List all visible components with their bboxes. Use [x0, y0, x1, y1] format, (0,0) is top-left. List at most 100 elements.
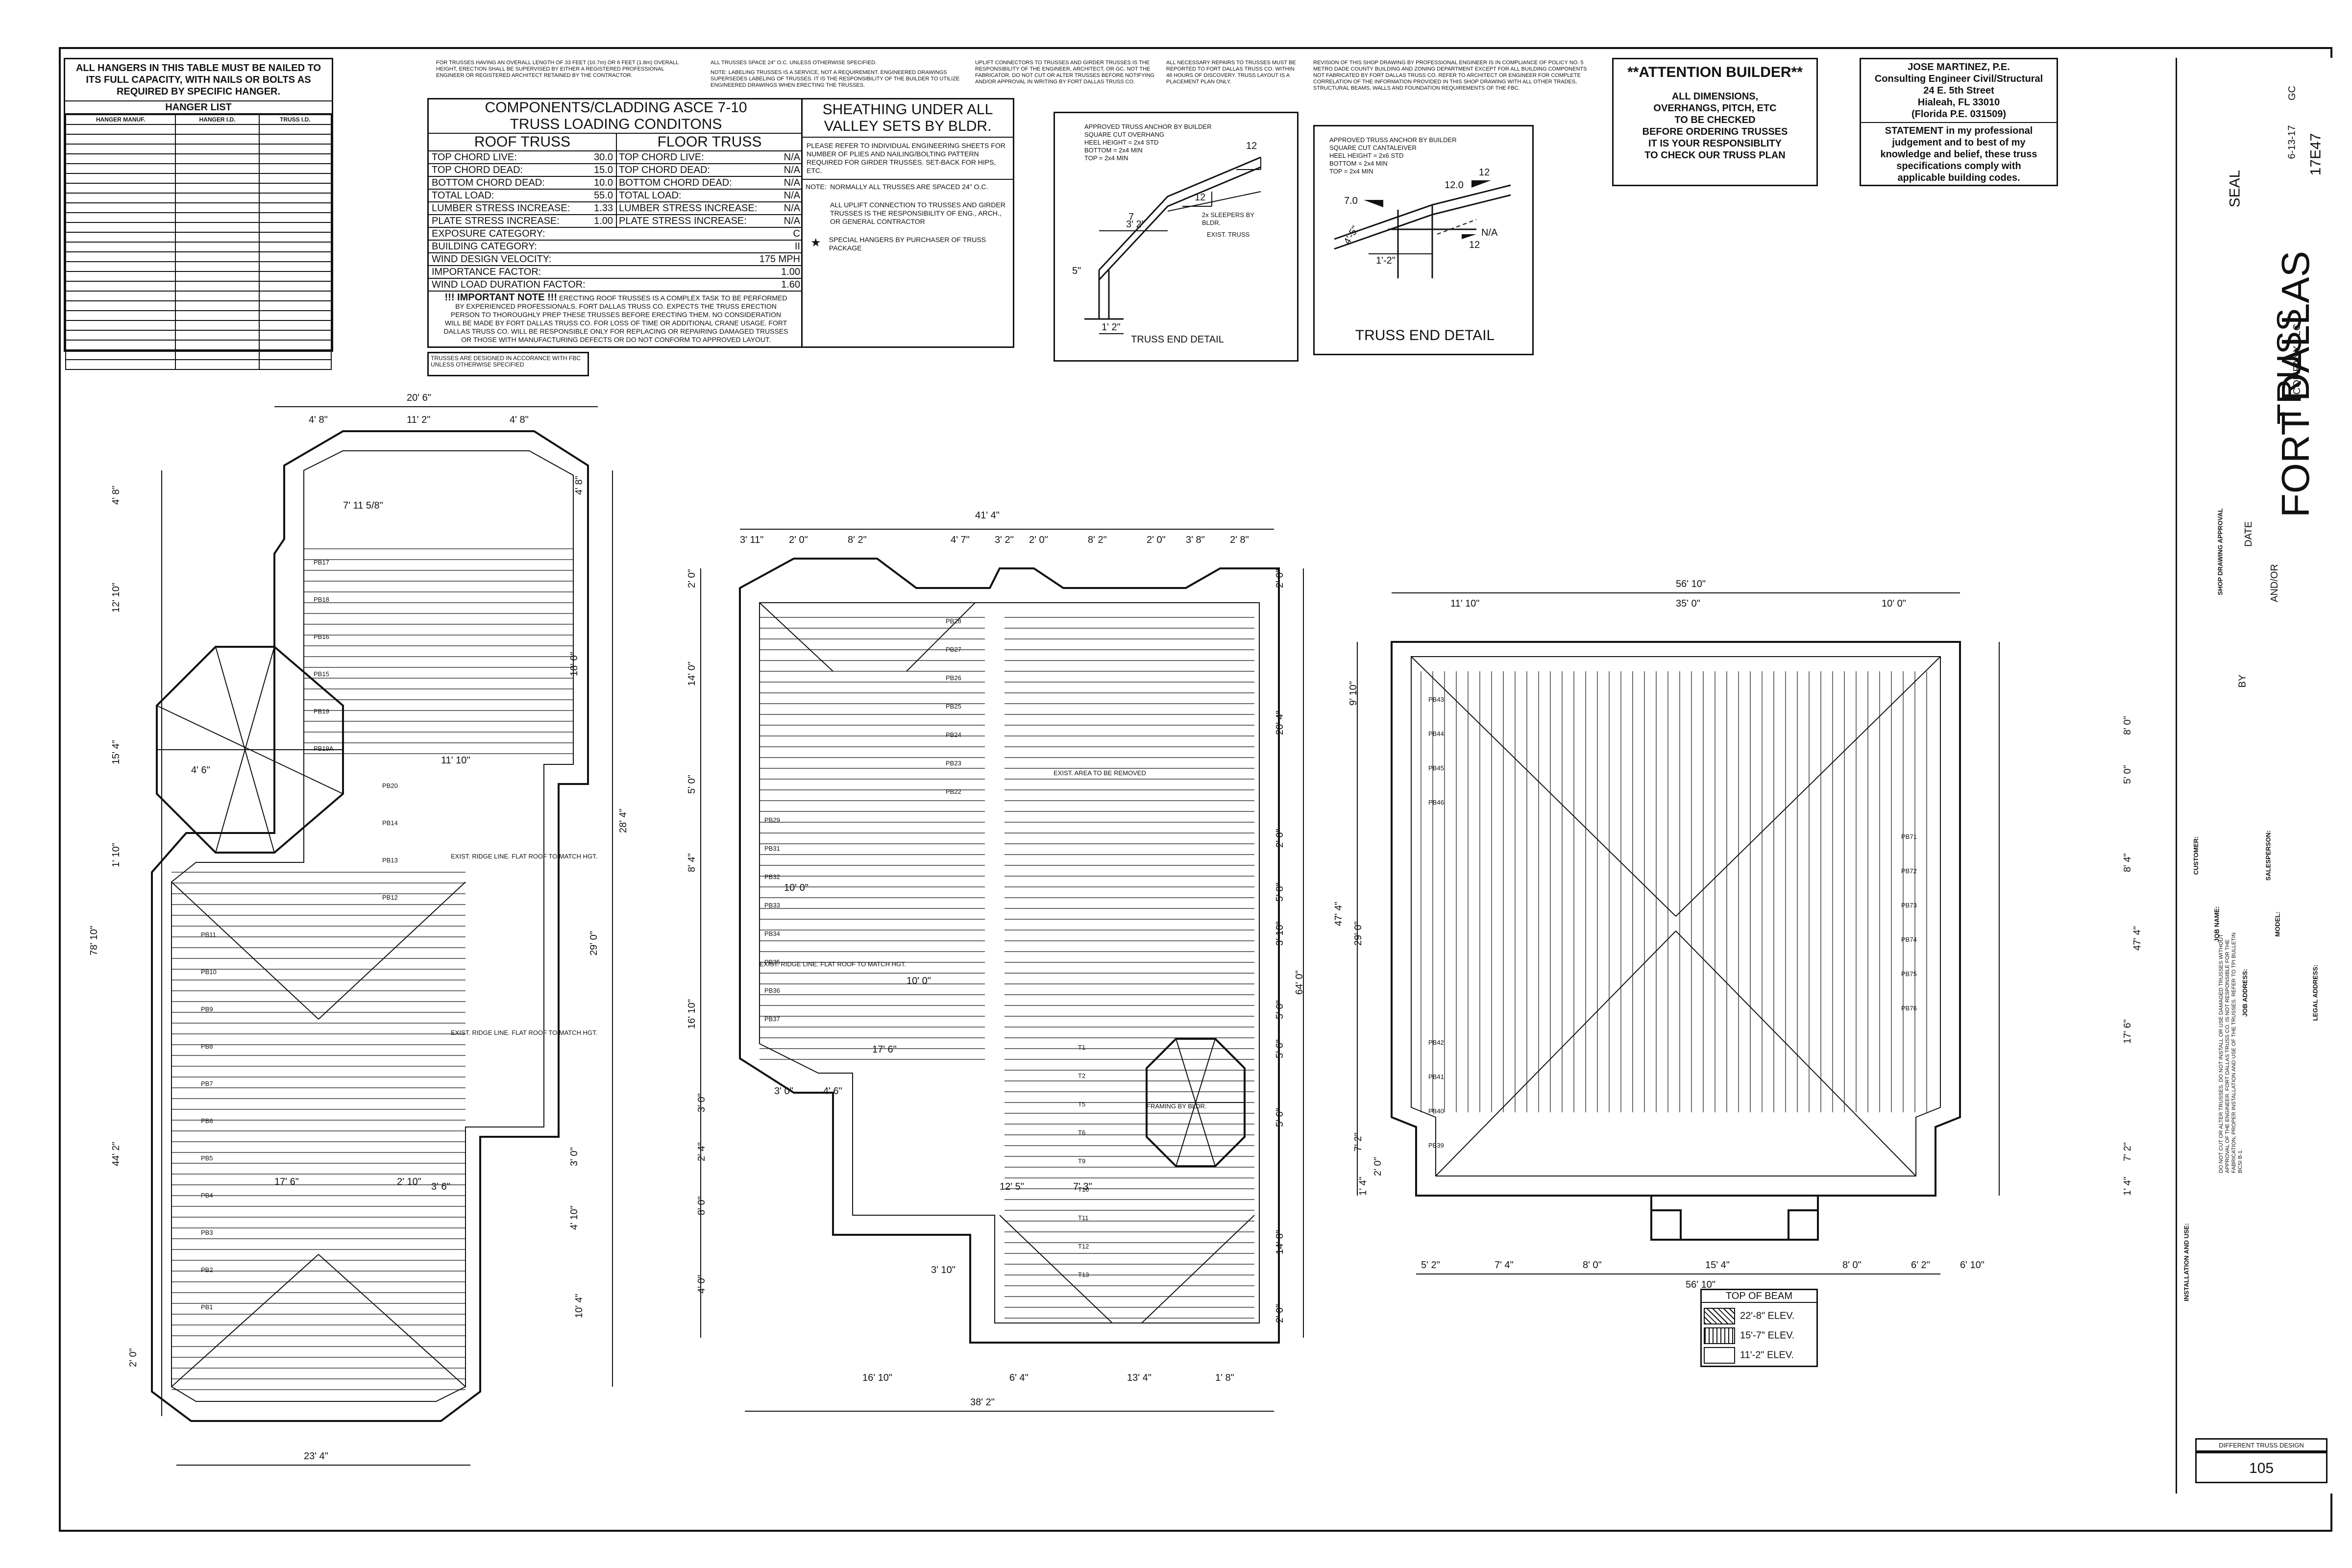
- hanger-cell[interactable]: [258, 242, 332, 252]
- hanger-cell[interactable]: [175, 163, 260, 174]
- hanger-cell[interactable]: [258, 212, 332, 223]
- hanger-cell[interactable]: [258, 359, 332, 370]
- hanger-cell[interactable]: [175, 153, 260, 164]
- hanger-cell[interactable]: [258, 251, 332, 262]
- hanger-cell[interactable]: [258, 340, 332, 350]
- hanger-cell[interactable]: [258, 281, 332, 292]
- hanger-cell[interactable]: [65, 340, 176, 350]
- hanger-cell[interactable]: [65, 330, 176, 341]
- hanger-cell[interactable]: [258, 144, 332, 154]
- hanger-cell[interactable]: [258, 153, 332, 164]
- hanger-cell[interactable]: [258, 349, 332, 360]
- hanger-cell[interactable]: [175, 183, 260, 194]
- hanger-cell[interactable]: [258, 183, 332, 194]
- hanger-cell[interactable]: [65, 291, 176, 301]
- hanger-cell[interactable]: [65, 173, 176, 184]
- hanger-cell[interactable]: [175, 222, 260, 233]
- hanger-cell[interactable]: [65, 281, 176, 292]
- hanger-cell[interactable]: [65, 222, 176, 233]
- dimension-label: 8' 4": [686, 853, 697, 872]
- hanger-cell[interactable]: [175, 134, 260, 145]
- hanger-cell[interactable]: [175, 212, 260, 223]
- detail-1-dim-3: 5": [1072, 266, 1081, 276]
- hanger-cell[interactable]: [65, 242, 176, 252]
- floor-value: N/A: [784, 165, 800, 175]
- hanger-cell[interactable]: [175, 281, 260, 292]
- hanger-cell[interactable]: [175, 359, 260, 370]
- truss-label: PB10: [201, 968, 217, 976]
- hanger-cell[interactable]: [175, 144, 260, 154]
- hanger-cell[interactable]: [65, 310, 176, 321]
- general-row: IMPORTANCE FACTOR:1.00: [429, 266, 803, 279]
- hanger-cell[interactable]: [65, 212, 176, 223]
- hanger-cell[interactable]: [258, 193, 332, 203]
- hanger-row: [65, 242, 332, 252]
- hanger-cell[interactable]: [258, 222, 332, 233]
- hanger-row: [65, 232, 332, 243]
- hanger-cell[interactable]: [65, 134, 176, 145]
- hanger-cell[interactable]: [175, 310, 260, 321]
- hanger-cell[interactable]: [258, 163, 332, 174]
- hanger-cell[interactable]: [175, 193, 260, 203]
- hanger-cell[interactable]: [175, 300, 260, 311]
- hanger-cell[interactable]: [175, 242, 260, 252]
- dimension-label: 8' 0": [2122, 716, 2133, 735]
- text-line: BEFORE ORDERING TRUSSES: [1642, 126, 1788, 137]
- hanger-cell[interactable]: [258, 271, 332, 282]
- hanger-cell[interactable]: [65, 349, 176, 360]
- floor-value: N/A: [784, 216, 800, 226]
- hanger-cell[interactable]: [175, 320, 260, 331]
- hanger-cell[interactable]: [175, 124, 260, 135]
- hanger-cell[interactable]: [65, 261, 176, 272]
- hanger-cell[interactable]: [258, 320, 332, 331]
- hanger-cell[interactable]: [175, 349, 260, 360]
- hanger-cell[interactable]: [258, 300, 332, 311]
- hanger-cell[interactable]: [65, 163, 176, 174]
- hanger-cell[interactable]: [65, 320, 176, 331]
- floor-value: N/A: [784, 203, 800, 214]
- truss-label: PB73: [1901, 902, 1917, 909]
- hanger-cell[interactable]: [65, 183, 176, 194]
- hanger-cell[interactable]: [258, 261, 332, 272]
- hanger-cell[interactable]: [258, 202, 332, 213]
- hanger-cell[interactable]: [258, 330, 332, 341]
- hanger-cell[interactable]: [175, 173, 260, 184]
- detail-2-pitch-left: 7.0: [1344, 196, 1358, 206]
- hanger-cell[interactable]: [65, 251, 176, 262]
- hanger-cell[interactable]: [175, 330, 260, 341]
- hanger-cell[interactable]: [65, 202, 176, 213]
- dimension-label: 47' 4": [1333, 902, 1344, 926]
- hanger-cell[interactable]: [65, 153, 176, 164]
- truss-label: PB7: [201, 1080, 213, 1087]
- hanger-cell[interactable]: [258, 124, 332, 135]
- hanger-cell[interactable]: [258, 134, 332, 145]
- dimension-label: 3' 11": [740, 535, 764, 545]
- legend-swatch: [1704, 1327, 1735, 1344]
- hanger-row: [65, 222, 332, 233]
- hanger-cell[interactable]: [175, 340, 260, 350]
- hanger-cell[interactable]: [258, 291, 332, 301]
- dimension-label: 3' 10": [1274, 921, 1285, 946]
- hanger-cell[interactable]: [65, 193, 176, 203]
- hanger-cell[interactable]: [175, 291, 260, 301]
- hanger-cell[interactable]: [65, 124, 176, 135]
- hanger-cell[interactable]: [258, 232, 332, 243]
- text-line: Consulting Engineer Civil/Structural: [1874, 74, 2043, 84]
- note-trusses-length: FOR TRUSSES HAVING AN OVERALL LENGTH OF …: [436, 60, 679, 78]
- general-label: BUILDING CATEGORY:: [432, 241, 537, 252]
- hanger-cell[interactable]: [175, 232, 260, 243]
- hanger-cell[interactable]: [65, 359, 176, 370]
- hanger-cell[interactable]: [65, 300, 176, 311]
- hanger-cell[interactable]: [65, 271, 176, 282]
- hanger-cell[interactable]: [258, 310, 332, 321]
- hanger-cell[interactable]: [175, 271, 260, 282]
- hanger-cell[interactable]: [65, 232, 176, 243]
- hanger-cell[interactable]: [258, 173, 332, 184]
- sheathing-title: SHEATHING UNDER ALL VALLEY SETS BY BLDR.: [803, 99, 1013, 138]
- hanger-cell[interactable]: [175, 261, 260, 272]
- hanger-cell[interactable]: [65, 144, 176, 154]
- hanger-cell[interactable]: [175, 202, 260, 213]
- hanger-cell[interactable]: [175, 251, 260, 262]
